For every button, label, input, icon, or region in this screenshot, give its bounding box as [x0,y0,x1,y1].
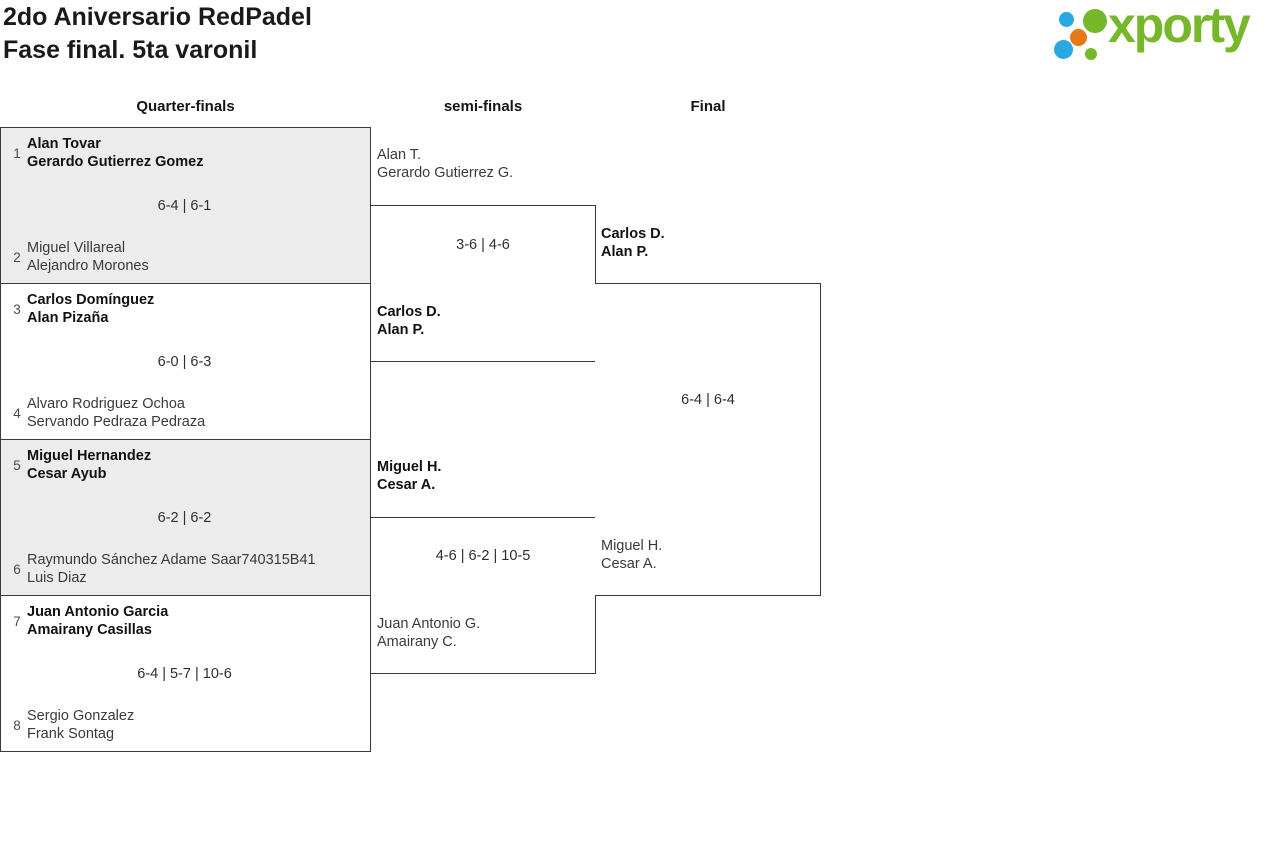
team-names-loser: Raymundo Sánchez Adame Saar740315B41 Lui… [27,552,316,587]
seed-number: 4 [13,406,21,421]
player-name: Sergio Gonzalez [27,708,135,724]
player-name: Servando Pedraza Pedraza [27,413,206,430]
team-row-top: 7 Juan Antonio Garcia Amairany Casillas [9,604,360,639]
logo-dot-blue-large-icon [1054,40,1073,59]
logo-dot-green-large-icon [1083,9,1107,33]
player-name: Juan Antonio G. [377,616,481,632]
team-names-loser: Sergio Gonzalez Frank Sontag [27,708,134,743]
final-team-bottom: Miguel H. Cesar A. [601,538,662,573]
seed-number: 1 [13,146,21,161]
sf-match-1-box [370,205,596,362]
team-row-bottom: 2 Miguel Villareal Alejandro Morones [9,240,360,275]
final-team-top: Carlos D. Alan P. [601,226,665,261]
player-name: Amairany Casillas [27,621,152,638]
sf1-team-top: Alan T. Gerardo Gutierrez G. [377,147,513,182]
player-name: Amairany C. [377,633,457,650]
team-row-top: 5 Miguel Hernandez Cesar Ayub [9,448,360,483]
player-name: Alejandro Morones [27,257,149,274]
player-name: Cesar A. [601,555,657,572]
team-names-loser: Alvaro Rodriguez Ochoa Servando Pedraza … [27,396,205,431]
final-score: 6-4 | 6-4 [681,392,735,408]
player-name: Gerardo Gutierrez Gomez [27,153,204,170]
player-name: Alvaro Rodriguez Ochoa [27,396,185,412]
player-name: Miguel Hernandez [27,448,152,464]
logo-dot-blue-small-icon [1059,12,1074,27]
player-name: Miguel H. [601,538,663,554]
seed-number: 6 [13,562,21,577]
player-name: Gerardo Gutierrez G. [377,164,514,181]
sf-match-2-box [370,517,596,674]
logo-wordmark: xporty [1108,0,1251,53]
team-row-top: 3 Carlos Domínguez Alan Pizaña [9,292,360,327]
player-name: Alan T. [377,147,422,163]
logo-dot-orange-icon [1070,29,1087,46]
sf2-team-bottom: Juan Antonio G. Amairany C. [377,616,480,651]
team-row-bottom: 4 Alvaro Rodriguez Ochoa Servando Pedraz… [9,396,360,431]
seed-number: 8 [13,718,21,733]
player-name: Juan Antonio Garcia [27,604,169,620]
player-name: Frank Sontag [27,725,115,742]
page-title-line1: 2do Aniversario RedPadel [3,3,312,31]
player-name: Miguel H. [377,459,442,475]
player-name: Cesar A. [377,476,436,493]
round-header-quarter-finals: Quarter-finals [136,98,235,115]
team-names-winner: Juan Antonio Garcia Amairany Casillas [27,604,168,639]
page-title: 2do Aniversario RedPadel Fase final. 5ta… [3,1,312,67]
round-header-final: Final [690,98,726,115]
player-name: Carlos D. [601,226,665,242]
qf-match-2: 3 Carlos Domínguez Alan Pizaña 6-0 | 6-3… [0,283,371,440]
round-header-semi-finals: semi-finals [443,98,523,115]
player-name: Miguel Villareal [27,240,126,256]
match-score: 6-4 | 6-1 [157,197,212,214]
xporty-logo[interactable]: xporty [1046,0,1280,66]
player-name: Alan Tovar [27,136,101,152]
sf2-score: 4-6 | 6-2 | 10-5 [435,548,531,564]
sf2-team-top: Miguel H. Cesar A. [377,459,441,494]
seed-number: 7 [13,614,21,629]
player-name: Alan Pizaña [27,309,109,326]
player-name: Alan P. [377,321,425,338]
team-row-top: 1 Alan Tovar Gerardo Gutierrez Gomez [9,136,360,171]
player-name: Raymundo Sánchez Adame Saar740315B41 [27,552,316,568]
sf1-team-bottom: Carlos D. Alan P. [377,304,441,339]
team-names-loser: Miguel Villareal Alejandro Morones [27,240,149,275]
page-title-line2: Fase final. 5ta varonil [3,36,258,64]
team-names-winner: Alan Tovar Gerardo Gutierrez Gomez [27,136,203,171]
seed-number: 3 [13,302,21,317]
qf-match-1: 1 Alan Tovar Gerardo Gutierrez Gomez 6-4… [0,127,371,284]
qf-match-3: 5 Miguel Hernandez Cesar Ayub 6-2 | 6-2 … [0,439,371,596]
seed-number: 5 [13,458,21,473]
match-score: 6-2 | 6-2 [157,509,212,526]
player-name: Cesar Ayub [27,465,107,482]
team-row-bottom: 6 Raymundo Sánchez Adame Saar740315B41 L… [9,552,360,587]
seed-number: 2 [13,250,21,265]
match-score: 6-4 | 5-7 | 10-6 [137,665,232,682]
player-name: Carlos Domínguez [27,292,155,308]
final-match-box [595,283,821,596]
player-name: Alan P. [601,243,649,260]
qf-match-4: 7 Juan Antonio Garcia Amairany Casillas … [0,595,371,752]
player-name: Luis Diaz [27,569,87,586]
logo-dot-green-small-icon [1085,48,1097,60]
player-name: Carlos D. [377,304,441,320]
team-names-winner: Carlos Domínguez Alan Pizaña [27,292,154,327]
team-row-bottom: 8 Sergio Gonzalez Frank Sontag [9,708,360,743]
team-names-winner: Miguel Hernandez Cesar Ayub [27,448,151,483]
sf1-score: 3-6 | 4-6 [456,237,510,253]
match-score: 6-0 | 6-3 [157,353,212,370]
